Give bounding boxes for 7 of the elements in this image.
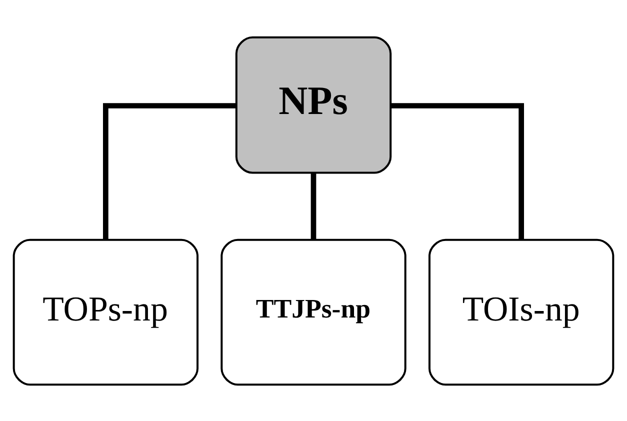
node-box: TTJPs-np [220,238,406,386]
connector [390,102,524,239]
connector [102,102,236,239]
node-box: TOPs-np [12,238,199,386]
node-box: NPs [235,36,392,174]
connector [310,172,316,240]
node-box: TOIs-np [428,238,614,386]
